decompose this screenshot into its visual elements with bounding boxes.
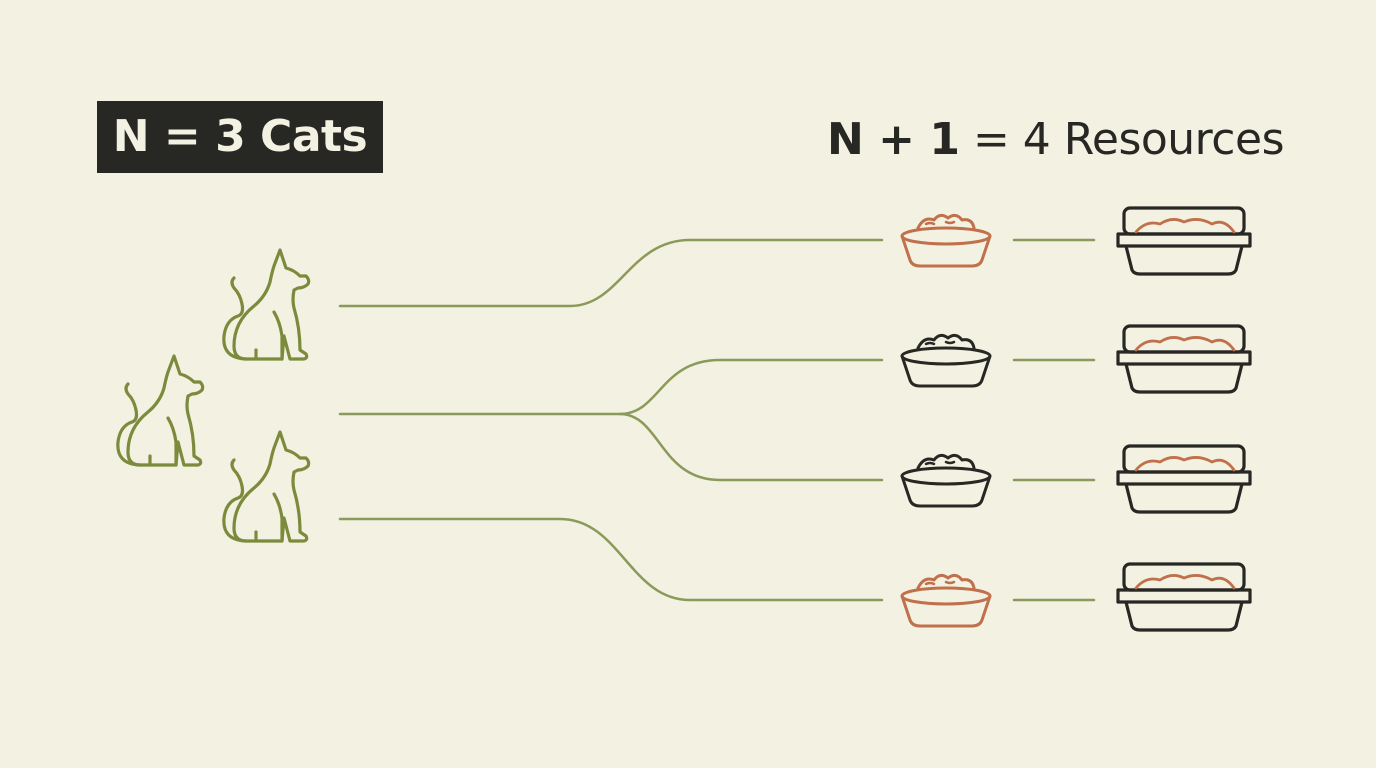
litter-box-icon (1116, 324, 1252, 394)
cats-group (116, 248, 311, 543)
connection-lines (338, 238, 1096, 602)
food-bowl-icon (900, 213, 992, 268)
line-cat1-to-resource1 (338, 238, 884, 308)
food-bowl-icon (900, 573, 992, 628)
litter-box-icon (1116, 562, 1252, 632)
line-cat2-to-resource2 (338, 358, 884, 416)
cat-icon (222, 248, 311, 361)
resources-text: = 4 Resources (959, 114, 1285, 165)
litter-boxes (1116, 206, 1252, 632)
resources-count-label: N + 1 = 4 Resources (827, 108, 1284, 172)
cat-icon (116, 354, 205, 467)
food-bowl-icon (900, 453, 992, 508)
litter-box-icon (1116, 206, 1252, 276)
litter-box-icon (1116, 444, 1252, 514)
line-cat3-to-resource4 (338, 517, 884, 602)
line-cat2-to-resource3 (618, 412, 884, 482)
food-bowl-icon (900, 333, 992, 388)
n-plus-one-text: N + 1 (827, 114, 960, 165)
cat-icon (222, 430, 311, 543)
food-bowls (900, 213, 992, 628)
cats-count-label: N = 3 Cats (97, 101, 383, 173)
